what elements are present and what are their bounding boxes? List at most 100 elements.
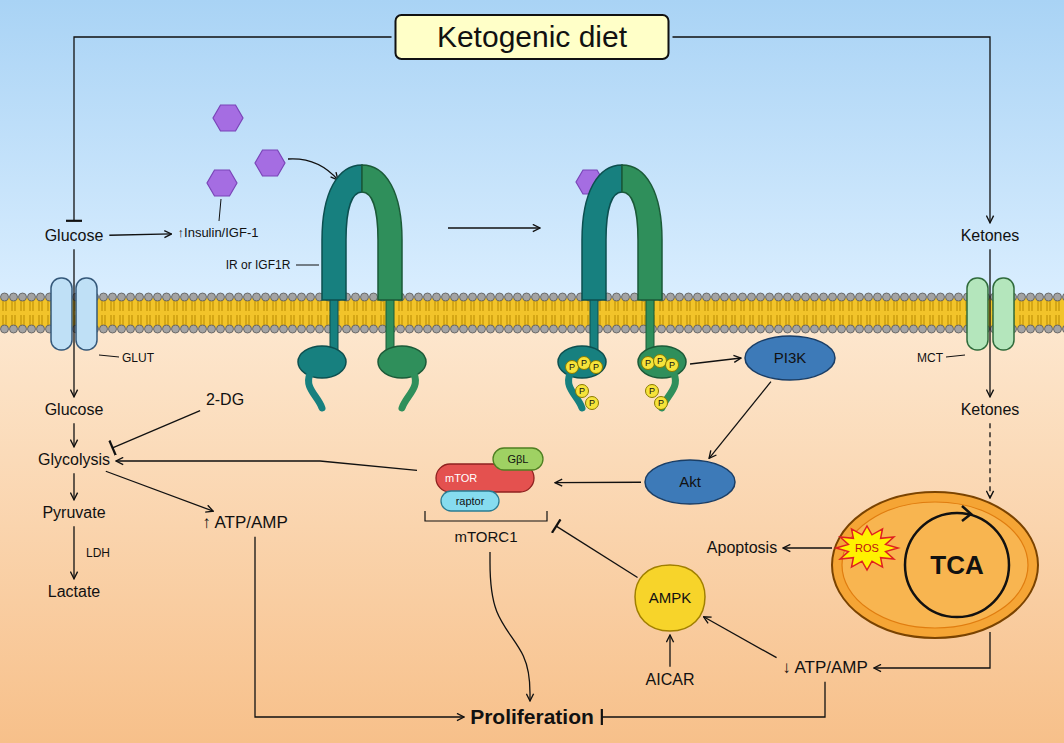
node-text: ↑Insulin/IGF-1 <box>178 226 259 241</box>
receptor-arch <box>362 165 402 300</box>
phosphate-label: P <box>593 363 599 372</box>
receptor-stalk <box>330 296 338 350</box>
kinase-ellipse: Akt <box>644 459 736 505</box>
leader-line <box>99 355 119 357</box>
receptor-stalk <box>590 296 598 350</box>
node-text: AMPK <box>649 589 692 606</box>
node-text: Proliferation <box>470 705 594 729</box>
phosphate-label: P <box>581 359 587 368</box>
node-text: ↑ ATP/AMP <box>202 513 288 533</box>
activation-arrow <box>448 227 540 229</box>
energy-ratio: ↑ ATP/AMP <box>199 512 291 534</box>
phosphate-label: P <box>579 387 585 396</box>
node-text: 2-DG <box>206 391 244 409</box>
edge-label: LDH <box>86 547 110 559</box>
connector <box>556 526 637 577</box>
phosphate-dot <box>578 357 591 370</box>
phosphate-label: P <box>669 361 675 370</box>
kinase-domain <box>558 346 606 378</box>
signal-arrow <box>690 358 741 364</box>
receptor-stalk <box>646 296 654 350</box>
leader-line <box>946 355 965 357</box>
connector <box>255 537 464 717</box>
pathway-step: Pyruvate <box>39 503 108 523</box>
phosphate-label: P <box>649 387 655 396</box>
connector <box>490 552 530 701</box>
node-text: Ketones <box>961 227 1020 245</box>
connector <box>74 37 392 221</box>
outcome-term: Apoptosis <box>704 538 780 558</box>
receptor <box>298 165 426 408</box>
connector <box>709 382 771 459</box>
molecule-term: Ketones <box>958 226 1023 246</box>
leader-line <box>296 265 319 266</box>
connector <box>73 423 74 447</box>
node-text: mTORC1 <box>420 527 552 547</box>
node-text: Glycolysis <box>38 451 110 469</box>
phosphate-dot <box>576 385 589 398</box>
node-text: raptor <box>456 495 485 508</box>
connector <box>113 411 201 448</box>
node-outline <box>635 565 705 631</box>
mitochondrion: TCAROS <box>830 490 1040 640</box>
receptor-arch <box>322 165 362 300</box>
connector <box>602 682 825 717</box>
node-text: Ketogenic diet <box>437 20 627 55</box>
phosphate-dot <box>655 397 668 410</box>
connector <box>73 249 74 397</box>
activator-term: AICAR <box>643 670 698 690</box>
node-text: Pyruvate <box>42 504 105 522</box>
phosphate-dot <box>590 361 603 374</box>
receptor-tail <box>402 374 415 408</box>
connector <box>989 423 990 498</box>
kinase-blob: AMPK <box>634 564 706 632</box>
node-text: Apoptosis <box>707 539 777 557</box>
binding-arrow <box>288 159 338 180</box>
node-text: Lactate <box>48 583 100 601</box>
node-outline <box>836 526 898 570</box>
connector <box>106 471 213 511</box>
connector <box>555 482 641 484</box>
connector <box>704 617 777 658</box>
node-text: Glucose <box>45 401 104 419</box>
kinase-ellipse: PI3K <box>744 335 836 381</box>
phosphate-dot <box>566 361 579 374</box>
connector <box>783 547 832 548</box>
node-text: AICAR <box>646 671 695 689</box>
phosphate-label: P <box>569 363 575 372</box>
molecule-term: Glucose <box>42 226 107 246</box>
ros-burst: ROS <box>835 525 899 571</box>
cell-membrane <box>0 292 1064 334</box>
phosphate-dot <box>586 397 599 410</box>
cycle-arrowhead <box>962 506 971 521</box>
phosphate-label: P <box>645 359 651 368</box>
node-outline <box>441 491 499 511</box>
complex-group: mTORC1mTORraptorGβL <box>420 445 552 549</box>
connector <box>73 473 74 500</box>
pathway-step: Glycolysis <box>35 450 113 470</box>
receptor-arch <box>582 165 622 300</box>
complex-bracket <box>425 511 547 521</box>
title-box: Ketogenic diet <box>395 14 670 60</box>
protein-subunit: raptor <box>440 490 500 512</box>
connector <box>673 37 991 223</box>
node-text: GβL <box>507 453 528 466</box>
cytoplasm <box>0 313 1064 743</box>
phosphate-dot <box>666 359 679 372</box>
connector <box>116 461 417 470</box>
kinase-domain <box>298 346 346 378</box>
phosphate-group <box>566 355 679 410</box>
receptor-tail <box>309 374 322 408</box>
phosphate-dot <box>646 385 659 398</box>
connector <box>989 249 990 397</box>
part-label: MCT <box>917 352 943 364</box>
receptor-stalk <box>386 296 394 350</box>
phosphate-label: P <box>589 399 595 408</box>
part-label: GLUT <box>122 352 154 364</box>
connector <box>73 526 74 579</box>
mct-transporter <box>993 278 1014 350</box>
node-outline <box>745 336 835 380</box>
insulin-molecule <box>213 105 243 131</box>
kinase-domain <box>638 346 686 378</box>
